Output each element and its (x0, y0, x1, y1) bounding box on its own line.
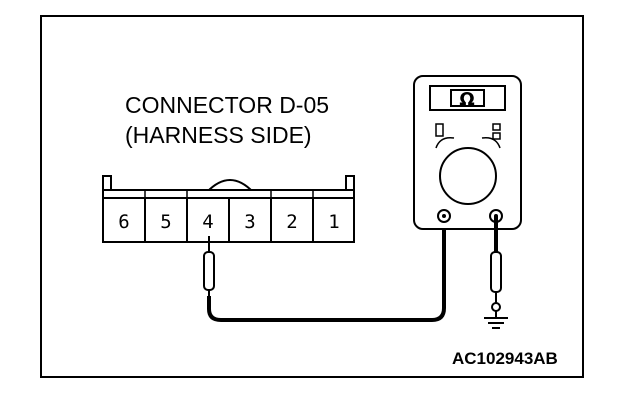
ground-clip (491, 302, 501, 312)
ground-lead (490, 216, 502, 318)
probe-handle-right (490, 251, 502, 293)
ground-icon (484, 317, 508, 329)
meter-dial-knob (439, 147, 497, 205)
meter-switch-right-top (492, 123, 501, 131)
test-lead-wire (207, 218, 446, 322)
connector-top-rail (102, 189, 355, 199)
pin-label-6: 6 (118, 211, 129, 233)
pin-label-2: 2 (286, 211, 297, 233)
pin-label-1: 1 (328, 211, 339, 233)
meter-jack-com-center (442, 214, 446, 218)
pin-label-4: 4 (202, 211, 213, 233)
test-probe-pin4 (203, 236, 215, 298)
connector-right-lug (345, 175, 355, 192)
figure-id: AC102943AB (452, 349, 558, 368)
meter-switch-left (435, 123, 444, 137)
figure-frame (40, 15, 584, 378)
connector-title: CONNECTOR D-05 (125, 92, 330, 118)
probe-handle-left (203, 251, 215, 291)
connector-left-lug (102, 175, 112, 192)
pin-label-5: 5 (160, 211, 171, 233)
meter-switch-right-bottom (492, 132, 501, 140)
ohmmeter (413, 75, 522, 230)
connector-d05 (102, 175, 355, 243)
connector-subtitle: (HARNESS SIDE) (125, 122, 312, 148)
pin-labels: 6 5 4 3 2 1 (118, 211, 339, 233)
meter-display-inner (450, 89, 485, 107)
meter-dial-arc (481, 136, 501, 149)
pin-label-3: 3 (244, 211, 255, 233)
meter-dial-arc (435, 136, 455, 149)
ohm-symbol-icon: Ω (459, 89, 474, 110)
